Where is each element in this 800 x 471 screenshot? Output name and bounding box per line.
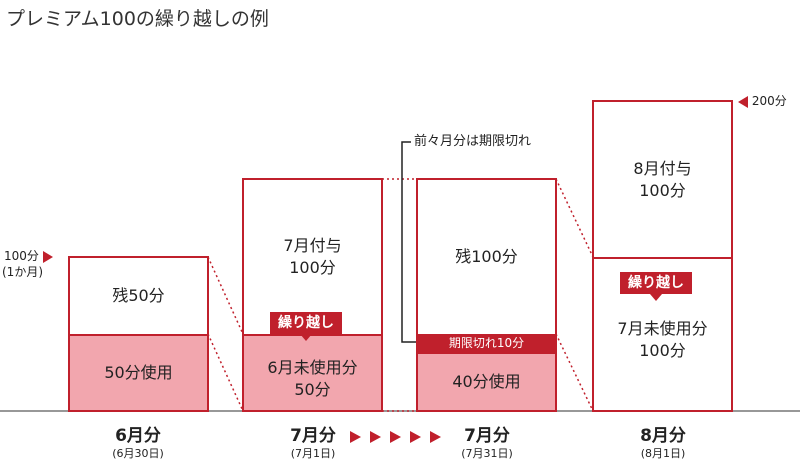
- bar-july-end-remaining: 残100分: [418, 180, 555, 334]
- expired-strip: 期限切れ10分: [418, 334, 555, 352]
- capacity-label-period: (1か月): [2, 265, 43, 279]
- progress-arrows: [350, 431, 441, 443]
- bar-july-grant-line2: 100分: [289, 258, 336, 277]
- capacity-label-100-text: 100分: [4, 249, 39, 263]
- month-label-august: 8月分 (8月1日): [598, 425, 728, 461]
- bar-july-end-used: 40分使用: [418, 352, 555, 410]
- bar-july-end: 残100分 期限切れ10分 40分使用: [416, 178, 557, 412]
- arrow-right-icon: [350, 431, 361, 443]
- bar-july-carryover-line2: 50分: [294, 380, 331, 399]
- carry-line-june-top: [207, 256, 244, 335]
- month-label-june: 6月分 (6月30日): [73, 425, 203, 461]
- bar-august-grant-line1: 8月付与: [633, 158, 692, 178]
- bar-june-used-text: 50分使用: [104, 363, 173, 382]
- bar-august-grant-line2: 100分: [639, 180, 686, 200]
- bar-july-carryover-line1: 6月未使用分: [267, 358, 358, 377]
- carry-line-july-bottom: [555, 333, 594, 412]
- bar-july-grant-line1: 7月付与: [283, 236, 342, 255]
- capacity-label-200: 200分: [738, 94, 787, 108]
- bar-august-carryover: 7月未使用分 100分: [594, 257, 731, 410]
- expiry-callout: 前々月分は期限切れ: [414, 134, 532, 149]
- month-july-end-name: 7月分: [464, 426, 510, 446]
- bar-august-carryover-line2: 100分: [639, 340, 686, 360]
- month-july-end-date: (7月31日): [461, 447, 513, 460]
- month-label-july: 7月分 (7月1日): [248, 425, 378, 461]
- bar-august-carryover-line1: 7月未使用分: [617, 318, 708, 338]
- bar-july-grant: 7月付与 100分: [244, 180, 381, 334]
- bar-june-used: 50分使用: [70, 334, 207, 410]
- arrow-right-icon: [410, 431, 421, 443]
- arrow-right-icon: [390, 431, 401, 443]
- arrow-right-icon: [430, 431, 441, 443]
- capacity-label-100: 100分: [4, 249, 53, 263]
- callout-bracket: [401, 141, 417, 343]
- month-august-date: (8月1日): [640, 447, 686, 460]
- month-july-name: 7月分: [290, 426, 336, 446]
- bar-august-grant: 8月付与 100分: [594, 102, 731, 257]
- bar-july-end-remaining-text: 残100分: [455, 247, 518, 266]
- carryover-badge-july: 繰り越し: [270, 312, 342, 341]
- month-july-date: (7月1日): [290, 447, 336, 460]
- month-august-name: 8月分: [640, 426, 686, 446]
- carryover-badge-august: 繰り越し: [620, 272, 692, 301]
- arrow-right-icon: [42, 250, 53, 263]
- capacity-label-200-text: 200分: [751, 94, 787, 108]
- month-june-date: (6月30日): [112, 447, 164, 460]
- page-title: プレミアム100の繰り越しの例: [6, 8, 269, 30]
- bar-july-end-used-text: 40分使用: [452, 372, 521, 391]
- bar-june-remaining-text: 残50分: [112, 286, 165, 305]
- arrow-right-icon: [370, 431, 381, 443]
- carry-line-july-top: [555, 178, 594, 258]
- bar-july: 7月付与 100分 6月未使用分 50分: [242, 178, 383, 412]
- month-june-name: 6月分: [115, 426, 161, 446]
- arrow-left-icon: [738, 95, 748, 108]
- bar-june: 残50分 50分使用: [68, 256, 209, 412]
- bar-july-carryover: 6月未使用分 50分: [244, 334, 381, 410]
- bar-june-remaining: 残50分: [70, 258, 207, 334]
- carry-line-june-bottom: [207, 333, 244, 412]
- month-label-july-end: 7月分 (7月31日): [422, 425, 552, 461]
- bar-august: 8月付与 100分 7月未使用分 100分: [592, 100, 733, 412]
